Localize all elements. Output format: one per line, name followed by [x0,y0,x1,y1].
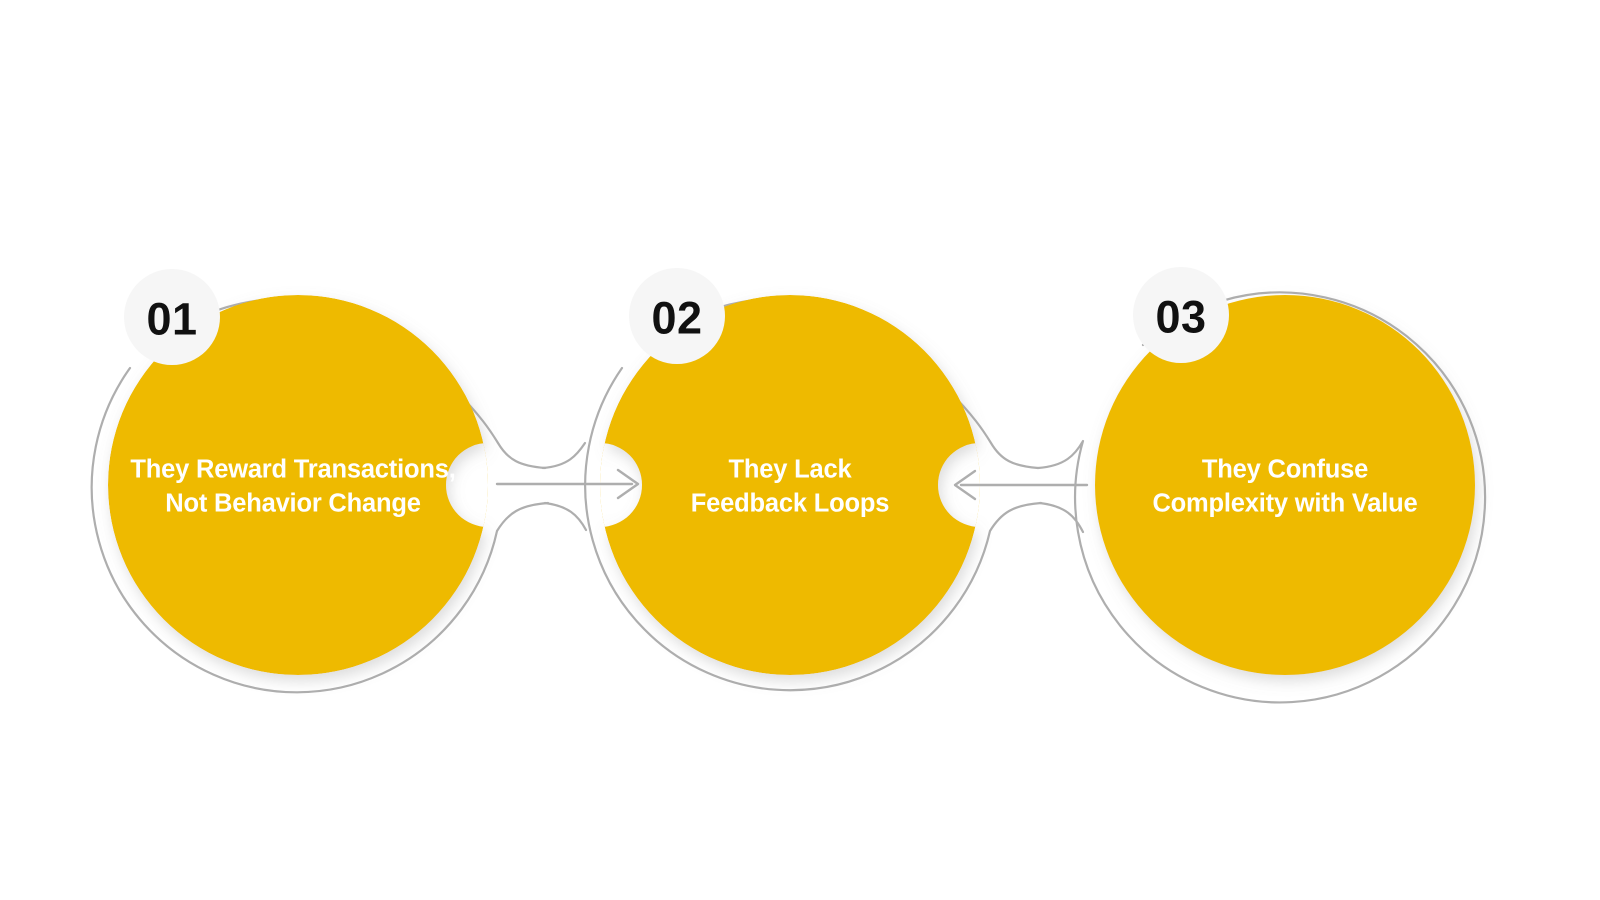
ring-outline-node-02-lower [584,366,1043,692]
node-01-circle[interactable] [108,295,488,675]
node-01[interactable]: They Reward Transactions, Not Behavior C… [108,295,488,675]
node-03-title-line1: They Confuse [1202,456,1368,484]
badge-02-circle[interactable] [629,268,725,364]
node-03[interactable]: They Confuse Complexity with Value [1095,295,1475,675]
node-03-circle[interactable] [1095,295,1475,675]
badge-03-circle[interactable] [1133,267,1229,363]
badge-01-number: 01 [146,294,197,345]
node-02-title-line2: Feedback Loops [691,490,889,518]
badge-03[interactable]: 03 [1133,267,1229,363]
connectors [495,468,1089,501]
badge-01-circle[interactable] [124,269,220,365]
connector-01-to-02-arrowhead [616,468,640,500]
badge-03-number: 03 [1155,292,1206,343]
ring-outline-node-03-lower-tail [1038,501,1085,534]
node-02[interactable]: They Lack Feedback Loops [600,295,980,675]
badge-02[interactable]: 02 [629,268,725,364]
node-03-title-line2: Complexity with Value [1152,490,1417,518]
number-badges: 01 02 03 [124,267,1229,365]
node-01-title-line2: Not Behavior Change [165,490,421,518]
ring-outline-node-01-lower [90,366,550,694]
ring-outline-node-02-left-tail [541,441,587,470]
ring-outline-node-02-left-tail-lower [543,501,588,532]
badge-02-number: 02 [651,293,702,344]
ring-outline-node-03 [1036,291,1487,704]
connector-03-to-02-arrowhead [953,469,977,501]
badge-01[interactable]: 01 [124,269,220,365]
node-02-title-line1: They Lack [729,456,853,484]
node-01-title-line1: They Reward Transactions, [130,456,455,484]
node-02-circle[interactable] [600,295,980,675]
